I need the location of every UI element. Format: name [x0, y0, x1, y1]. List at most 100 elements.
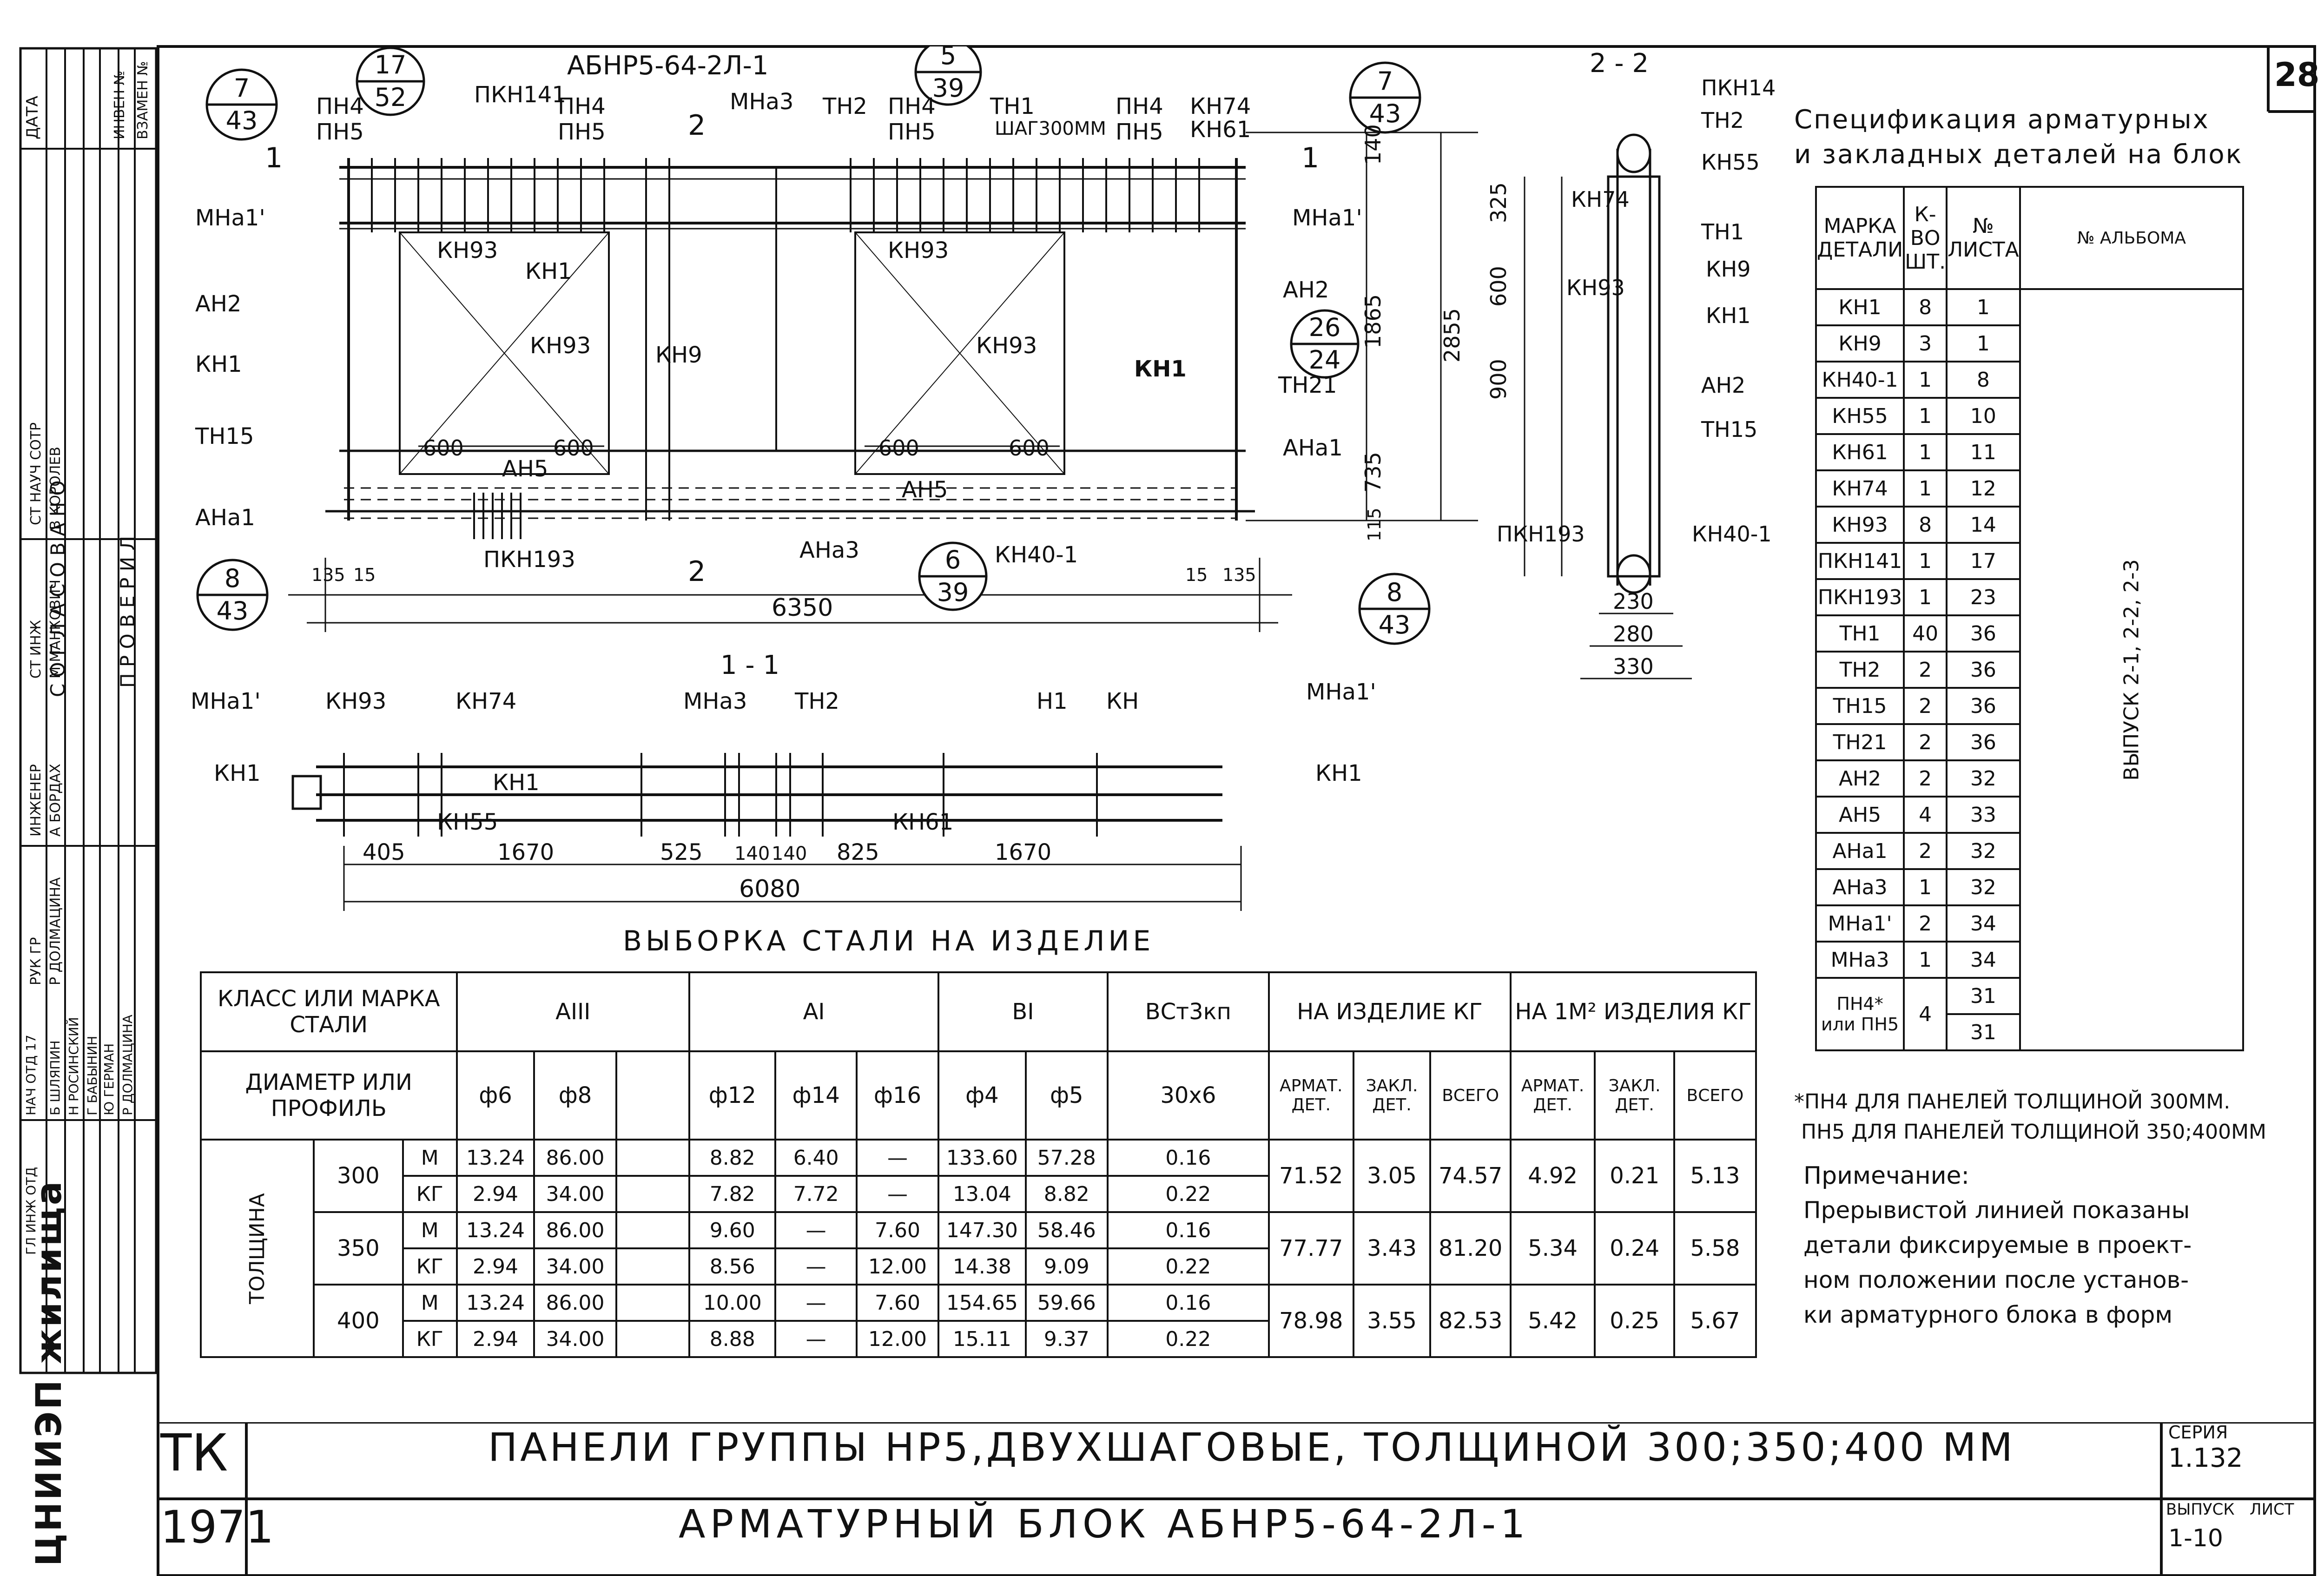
steel-value-cell: 8.56	[688, 1247, 777, 1286]
steel-total-cell: 0.21	[1594, 1139, 1675, 1213]
steel-unit: КГ	[402, 1175, 458, 1213]
label-mna1-right: МНа1'	[1292, 205, 1362, 231]
s22-dim-325: 325	[1486, 182, 1511, 223]
label-pn4-c: ПН4	[888, 93, 936, 119]
label-ah2-left: АН2	[195, 291, 241, 317]
spec-cell-qty: 1	[1903, 542, 1948, 580]
s11-label-mna3: МНа3	[683, 688, 747, 714]
s11-dim-405: 405	[363, 839, 405, 865]
steel-header-diam: ДИАМЕТР ИЛИ ПРОФИЛЬ	[200, 1050, 458, 1141]
spec-cell-mark: КН40-1	[1815, 361, 1905, 399]
steel-value-cell: 86.00	[533, 1139, 617, 1177]
steel-value-cell: —	[855, 1139, 940, 1177]
bubble-6-bottom: 43	[217, 596, 249, 626]
staff-role-1: НАЧ ОТД 17	[23, 1035, 39, 1115]
label-kn93-a: КН93	[437, 237, 498, 264]
s22-label-kn55: КН55	[1701, 150, 1760, 175]
steel-diameter-cell: ф14	[774, 1050, 858, 1141]
bubble-7-top: 6	[945, 545, 961, 574]
spec-cell-mark: АНа3	[1815, 868, 1905, 906]
label-pn4-b: ПН4	[558, 93, 606, 119]
inv-label: ИНВЕН №	[112, 71, 128, 139]
s11-dim-525: 525	[660, 839, 703, 865]
steel-total-cell: 5.58	[1673, 1211, 1757, 1286]
date-label: ДАТА	[23, 96, 42, 139]
spec-cell-sheet: 14	[1946, 506, 2021, 544]
steel-value-cell: 7.60	[855, 1284, 940, 1322]
spec-cell-qty: 40	[1903, 614, 1948, 653]
spec-header-qty: К-ВО ШТ.	[1903, 186, 1948, 290]
steel-value-cell: —	[774, 1211, 858, 1249]
agree-role-3: ИНЖЕНЕР	[28, 764, 44, 837]
staff-name-2: Н РОСИНСКИЙ	[66, 1017, 81, 1115]
s11-label-mna1-left: МНа1'	[191, 688, 261, 714]
label-kn1-c: КН1	[1134, 356, 1187, 382]
s11-label-kn1-right: КН1	[1315, 760, 1362, 786]
dim-600-a: 600	[423, 435, 464, 461]
label-aha3: АНа3	[799, 537, 859, 563]
spec-cell-sheet: 34	[1946, 941, 2021, 979]
steel-value-cell: 59.66	[1024, 1284, 1109, 1322]
dim-600-d: 600	[1009, 435, 1050, 461]
steel-header-m2: НА 1М² ИЗДЕЛИЯ КГ	[1509, 971, 1757, 1052]
spec-cell-sheet: 33	[1946, 796, 2021, 834]
steel-value-cell: 58.46	[1024, 1211, 1109, 1249]
section-1-1-title: 1 - 1	[720, 650, 779, 680]
steel-total-cell: 0.24	[1594, 1211, 1675, 1286]
spec-cell-qty: 2	[1903, 651, 1948, 689]
dim-1865: 1865	[1360, 294, 1386, 349]
spec-cell-sheet: 32	[1946, 868, 2021, 906]
steel-value-cell	[615, 1320, 691, 1358]
steel-value-cell: 13.24	[456, 1139, 535, 1177]
spec-cell-sheet: 8	[1946, 361, 2021, 399]
steel-value-cell: 9.09	[1024, 1247, 1109, 1286]
label-kn1-a: КН1	[525, 258, 572, 284]
spec-cell-qty: 2	[1903, 723, 1948, 761]
bubble-6-top: 8	[224, 564, 240, 593]
spec-cell-mark: КН55	[1815, 397, 1905, 435]
spec-cell-qty: 1	[1903, 361, 1948, 399]
s11-label-kn1-mid: КН1	[493, 770, 540, 796]
steel-value-cell	[615, 1247, 691, 1286]
s11-dim-1670-b: 1670	[995, 839, 1051, 865]
title-block-grid	[158, 1422, 2315, 1576]
spec-cell-mark: ТН21	[1815, 723, 1905, 761]
label-kn74: КН74	[1190, 93, 1251, 119]
steel-value-cell: 9.60	[688, 1211, 777, 1249]
spec-title-line1: Спецификация арматурных	[1794, 105, 2210, 135]
steel-value-cell: 86.00	[533, 1284, 617, 1322]
spec-cell-sheet: 1	[1946, 288, 2021, 326]
spec-cell-sheet: 12	[1946, 469, 2021, 508]
spec-cell-mark: ПКН141	[1815, 542, 1905, 580]
steel-value-cell: 57.28	[1024, 1139, 1109, 1177]
steel-diameter-cell: ф8	[533, 1050, 617, 1141]
spec-cell-sheet: 23	[1946, 578, 2021, 616]
spec-cell-qty: 3	[1903, 324, 1948, 363]
spec-cell-qty: 2	[1903, 832, 1948, 870]
dim-735: 735	[1360, 452, 1386, 493]
bubble-3-top: 5	[940, 46, 956, 70]
s11-dim-140-b: 140	[772, 843, 807, 864]
spec-cell-sheet: 31	[1946, 1013, 2021, 1051]
steel-header-a1: АI	[688, 971, 940, 1052]
spec-cell-sheet: 32	[1946, 759, 2021, 798]
steel-value-cell: 133.60	[938, 1139, 1027, 1177]
section-mark-1-left: 1	[265, 142, 283, 174]
steel-value-cell: 2.94	[456, 1320, 535, 1358]
steel-total-cell: 0.25	[1594, 1284, 1675, 1358]
s11-dim-140-a: 140	[734, 843, 770, 864]
steel-unit: КГ	[402, 1247, 458, 1286]
steel-diameter-cell: ф6	[456, 1050, 535, 1141]
bubble-5-bottom: 24	[1309, 345, 1341, 375]
